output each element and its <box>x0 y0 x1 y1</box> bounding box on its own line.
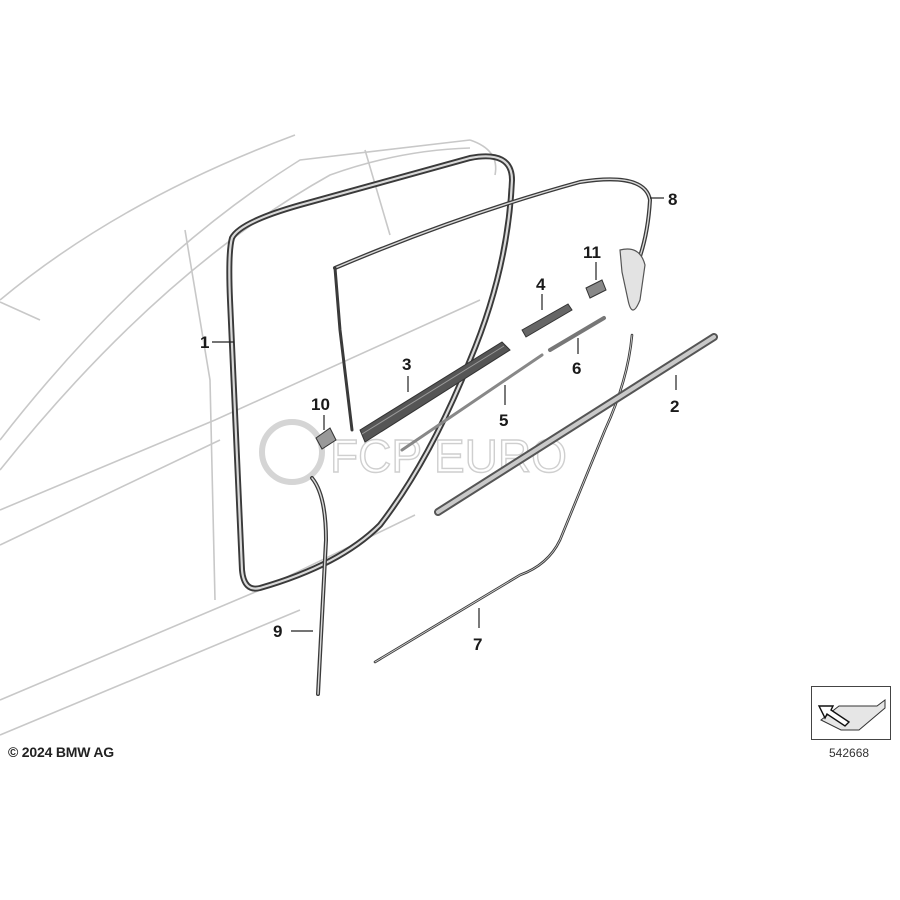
view-direction-arrow-icon <box>811 686 891 740</box>
part-1-door-seal <box>226 153 515 592</box>
leader-lines <box>212 197 677 632</box>
part-10-bracket <box>315 427 337 450</box>
part-11-clip <box>585 279 607 299</box>
copyright-text: © 2024 BMW AG <box>8 744 114 760</box>
callout-10: 10 <box>311 395 330 414</box>
part-6-strip <box>548 316 606 352</box>
callout-6: 6 <box>572 359 581 378</box>
callout-4: 4 <box>536 275 546 294</box>
callout-11: 11 <box>583 243 601 262</box>
callout-labels: 1 2 3 4 5 6 7 8 9 10 11 <box>200 190 679 654</box>
part-9-lower-seal <box>310 476 328 696</box>
part-5-strip <box>400 353 544 452</box>
callout-3: 3 <box>402 355 411 374</box>
part-7-lower-seal <box>373 333 634 664</box>
callout-8: 8 <box>668 190 677 209</box>
callout-5: 5 <box>499 411 508 430</box>
callout-1: 1 <box>200 333 209 352</box>
part-3-belt-strip <box>359 341 511 443</box>
callout-2: 2 <box>670 397 679 416</box>
part-8-window-channel-seal <box>333 177 652 432</box>
part-2-outer-moulding <box>434 333 718 516</box>
reference-number: 542668 <box>829 746 870 760</box>
callout-7: 7 <box>473 635 482 654</box>
callout-9: 9 <box>273 622 282 641</box>
part-4-strip <box>521 303 573 338</box>
